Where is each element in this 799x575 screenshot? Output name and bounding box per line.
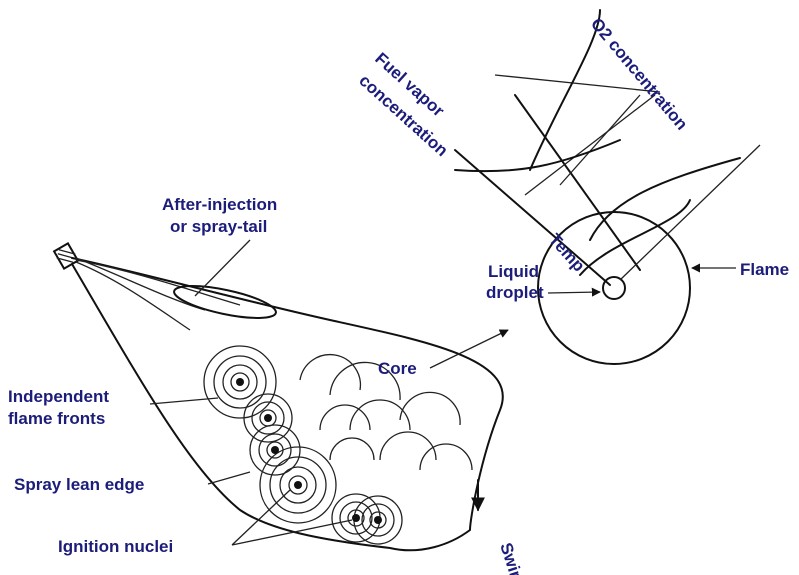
injector-nozzle-icon: [54, 243, 79, 268]
liquid-label: Liquid: [488, 262, 539, 281]
flame-fronts-label: flame fronts: [8, 409, 105, 428]
independent-label: Independent: [8, 387, 109, 406]
ignition-nuclei-label: Ignition nuclei: [58, 537, 173, 556]
spray-spread-lines: [76, 258, 240, 330]
after-injection-leader: [195, 240, 250, 296]
swirl-label: Swirl: [496, 540, 527, 575]
liquid-droplet-leader: [548, 292, 600, 293]
flame-fronts-cluster: [204, 346, 472, 544]
o2-concentration-label: O2 concentration: [587, 14, 691, 133]
spray-tail-label: or spray-tail: [170, 217, 267, 236]
spray-lean-edge-leader: [208, 472, 250, 484]
droplet-label: droplet: [486, 283, 544, 302]
independent-flame-leader: [150, 398, 218, 404]
spray-lean-edge-label: Spray lean edge: [14, 475, 144, 494]
core-label: Core: [378, 359, 417, 378]
flame-label: Flame: [740, 260, 789, 279]
core-leader: [430, 330, 508, 368]
after-injection-tail: [172, 279, 279, 324]
temp-label: Temp: [545, 230, 589, 275]
after-injection-label: After-injection: [162, 195, 277, 214]
droplet-detail: [455, 10, 760, 364]
